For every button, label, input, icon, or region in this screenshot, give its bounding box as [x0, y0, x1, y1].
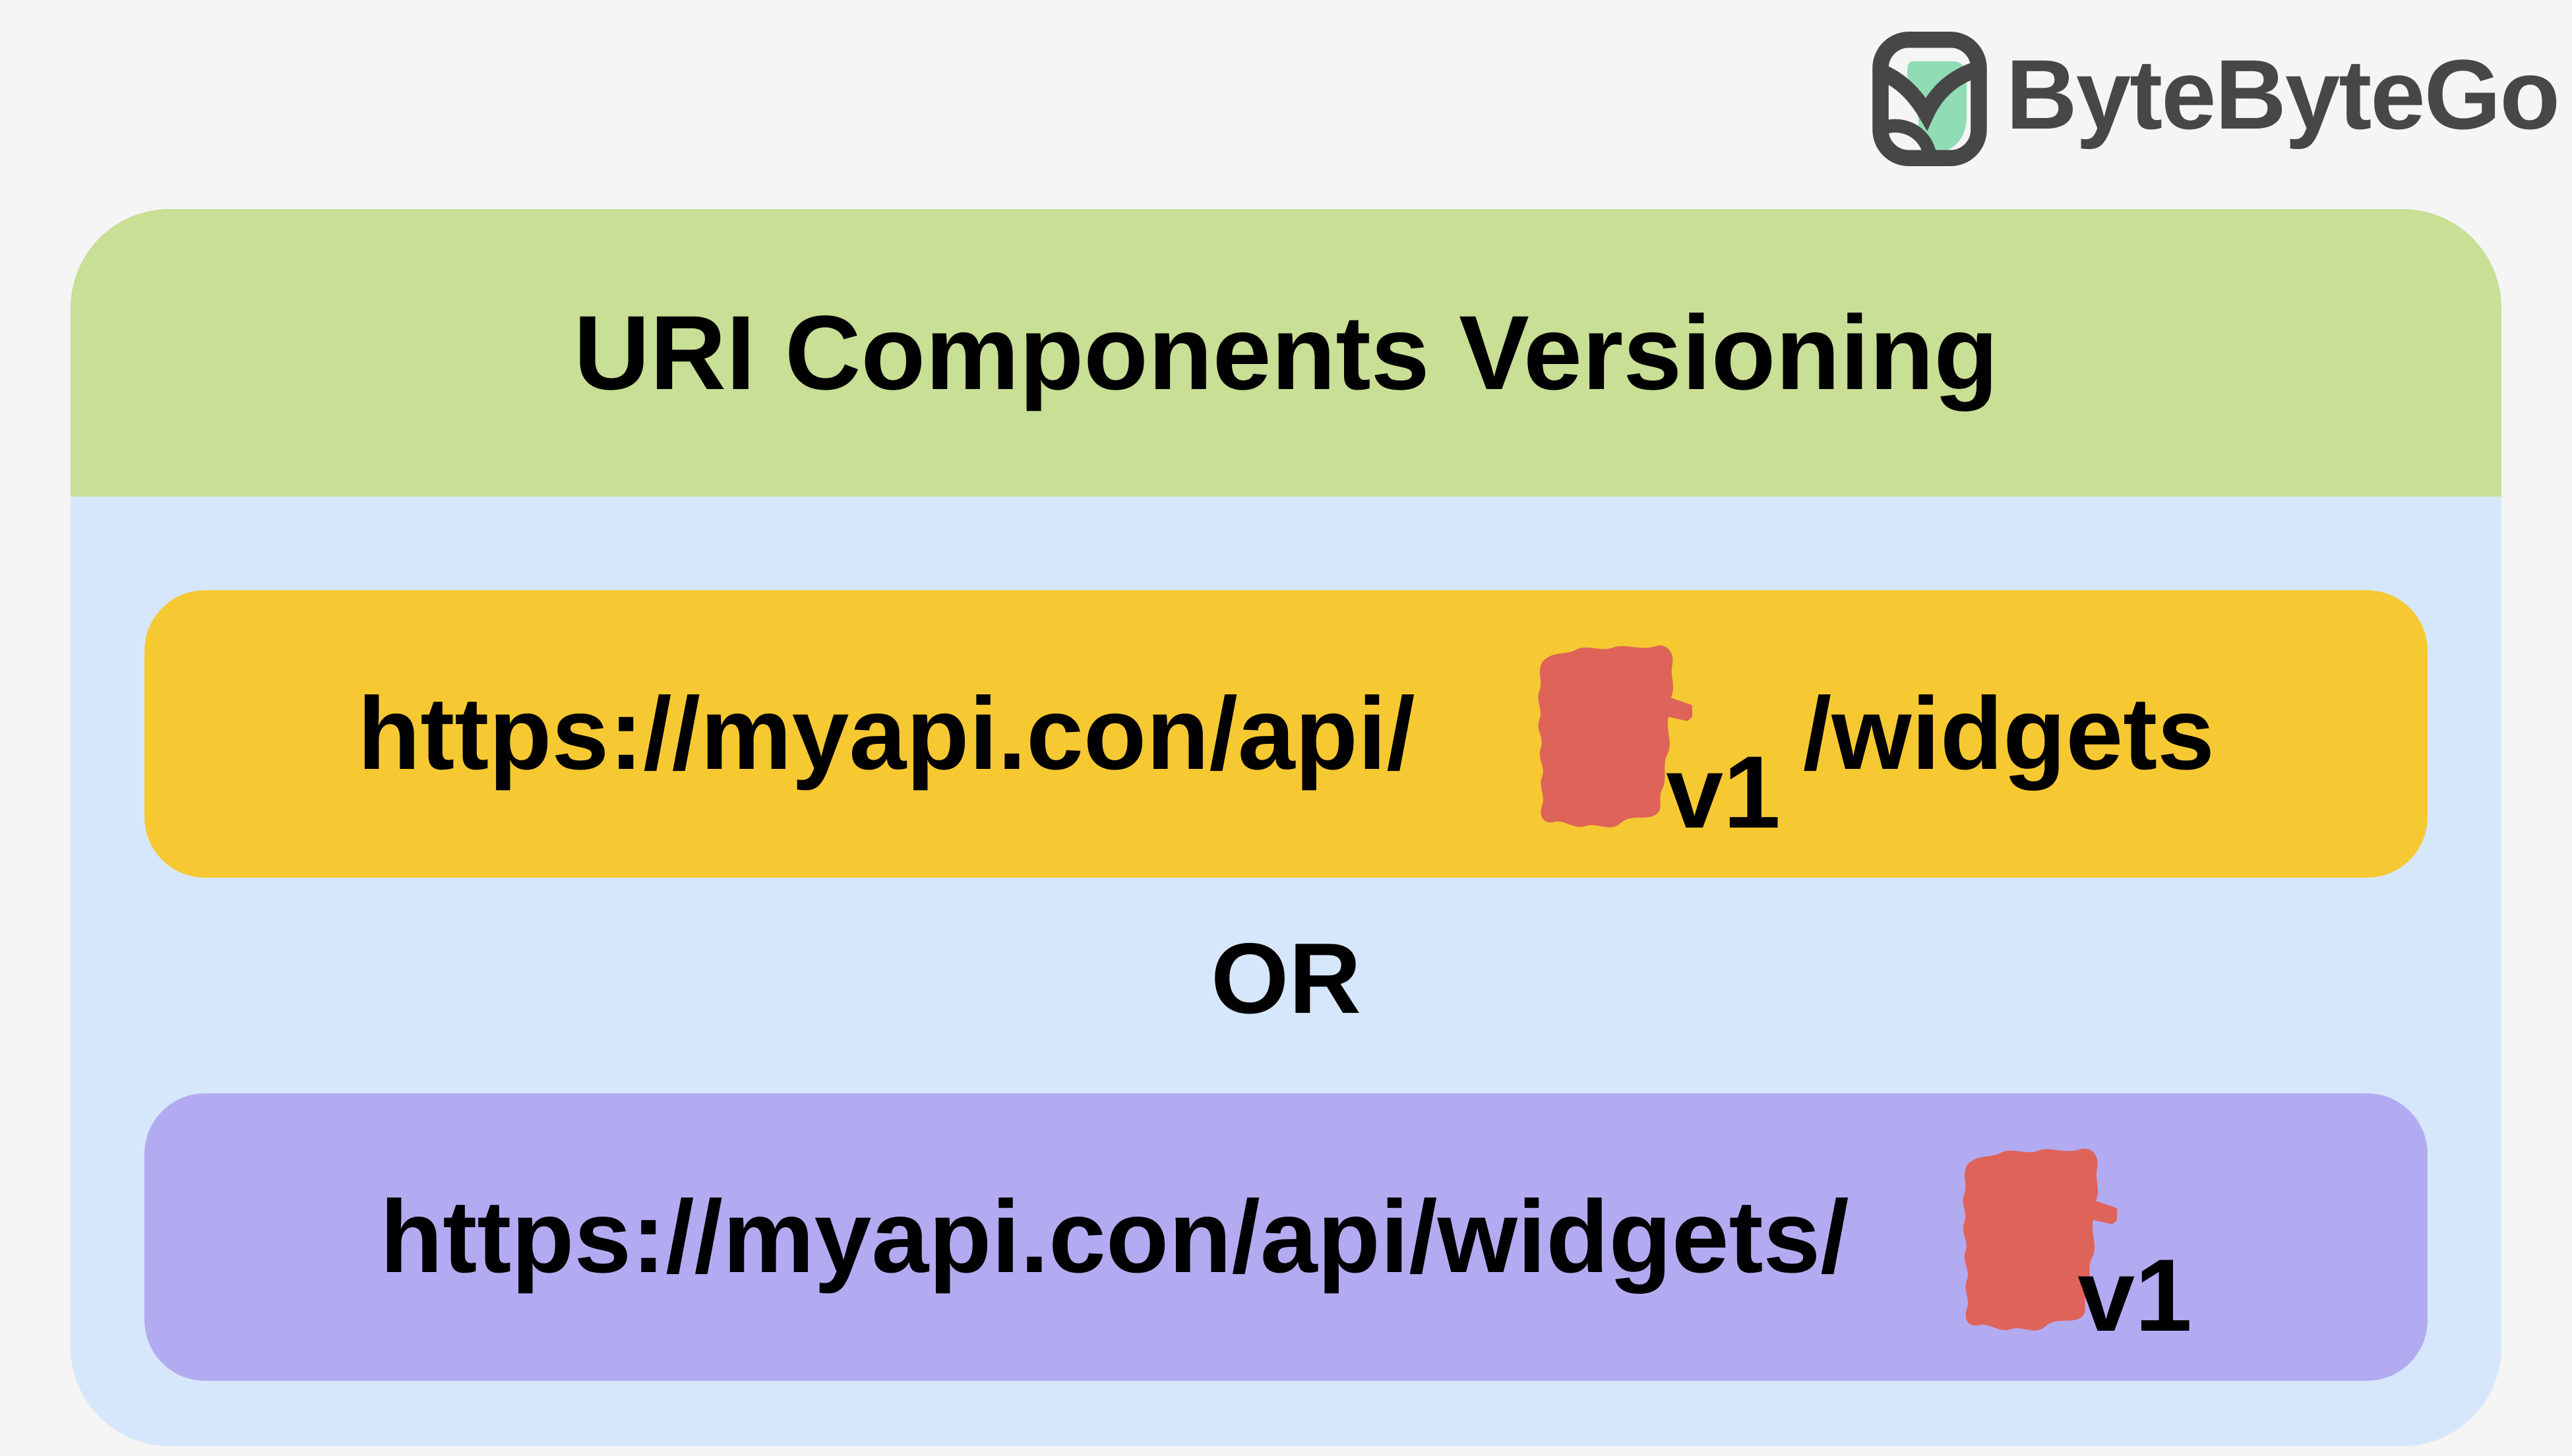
bytebytego-owl-icon: [1872, 32, 1988, 166]
uri-suffix-version-box: https://myapi.con/api/widgets/ v1: [144, 1093, 2428, 1381]
version-label-suffix: v1: [2077, 1238, 2192, 1353]
version-highlight-path: v1: [1438, 498, 1781, 970]
uri-path-version-box: https://myapi.con/api/ v1 /widgets: [144, 590, 2428, 878]
diagram-card: URI Components Versioning https://myapi.…: [71, 209, 2501, 1446]
uri-path-prefix: https://myapi.con/api/: [357, 676, 1415, 791]
diagram-header: URI Components Versioning: [71, 209, 2501, 497]
uri-path-suffix: /widgets: [1802, 676, 2215, 791]
version-highlight-suffix: v1: [1849, 1001, 2192, 1446]
diagram-title: URI Components Versioning: [573, 293, 1999, 411]
uri-suffix-prefix: https://myapi.con/api/widgets/: [380, 1179, 1849, 1294]
bytebytego-logo: ByteByteGo: [1872, 32, 2560, 166]
or-label: OR: [1211, 922, 1361, 1035]
or-separator: OR: [71, 923, 2501, 1035]
version-label-path: v1: [1666, 735, 1781, 850]
bytebytego-logo-text: ByteByteGo: [2006, 39, 2560, 150]
